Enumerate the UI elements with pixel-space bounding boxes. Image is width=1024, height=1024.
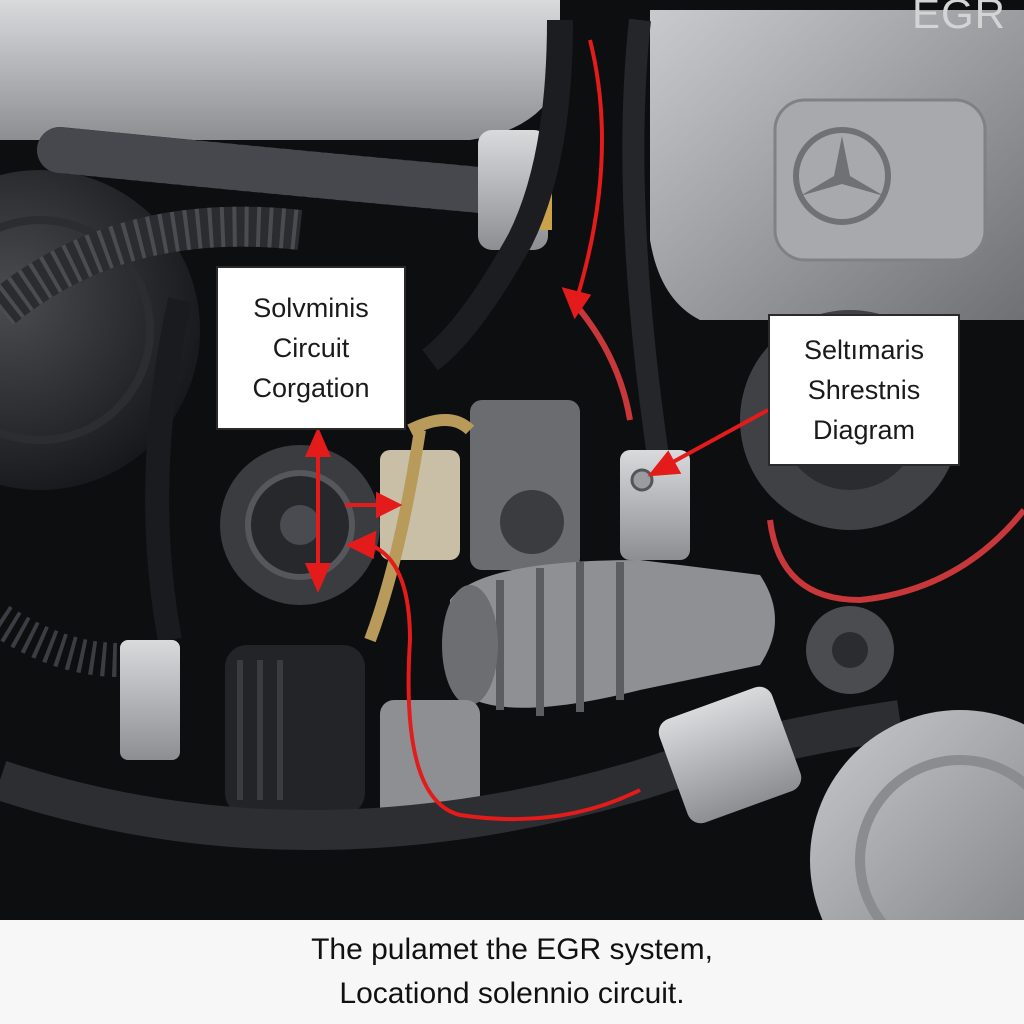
engine-bay-photo: EGR Solvminis Circuit Corgation Seltımar…: [0, 0, 1024, 920]
lower-pump: [225, 645, 365, 815]
label-left-line-1: Solvminis: [253, 293, 369, 323]
intake-bellows: [442, 560, 775, 716]
engine-cover-left: [0, 0, 560, 140]
label-right-line-2: Shrestnis: [807, 375, 921, 405]
corrugated-hose-bottom: [0, 605, 121, 677]
brand-emblem-icon: [793, 127, 891, 225]
corrugated-hose-left: [0, 206, 303, 326]
label-right-line-3: Diagram: [812, 415, 916, 445]
annotation-arrows: [304, 39, 769, 822]
label-left-callout: Solvminis Circuit Corgation: [216, 266, 406, 430]
label-left-line-3: Corgation: [252, 373, 370, 403]
lower-hose: [0, 700, 903, 850]
connector: [620, 450, 690, 560]
brass-pipe: [364, 429, 426, 643]
label-right-callout: Seltımaris Shrestnis Diagram: [768, 314, 960, 466]
label-right-line-1: Seltımaris: [803, 335, 925, 365]
caption-line-2: Locationd solennio circuit.: [339, 977, 685, 1010]
corner-logo-text: EGR: [912, 0, 1007, 37]
sensor: [658, 686, 802, 824]
image-caption: The pulamet the EGR system, Locationd so…: [0, 920, 1024, 1024]
cover-panel: [773, 98, 987, 262]
label-left-line-2: Circuit: [272, 333, 350, 363]
caption-line-1: The pulamet the EGR system,: [311, 933, 713, 966]
